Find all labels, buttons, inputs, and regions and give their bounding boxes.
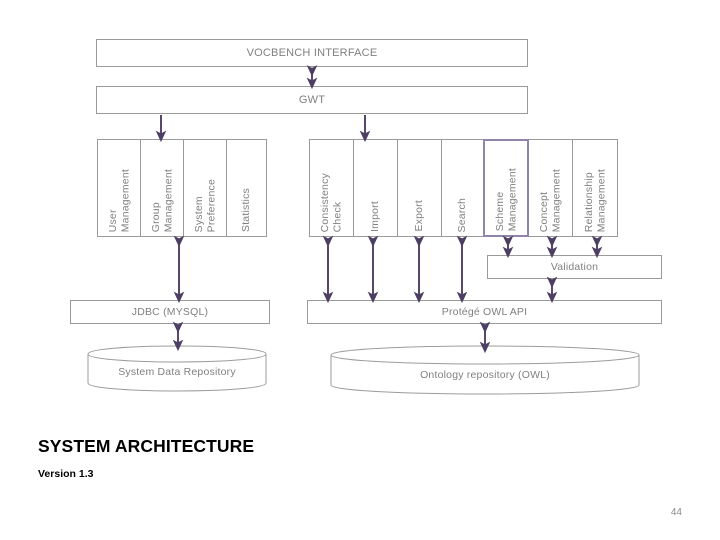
module-cell-label: Consistency Check: [319, 172, 344, 232]
module-cell-label: User Management: [106, 168, 132, 232]
gwt-box: GWT: [96, 86, 528, 114]
system-data-repository-label: System Data Repository: [118, 366, 236, 378]
module-cell[interactable]: Concept Management: [528, 139, 573, 237]
module-cell-label: Statistics: [240, 187, 253, 232]
module-cell[interactable]: Import: [353, 139, 398, 237]
module-cell-label: System Preference: [192, 178, 218, 232]
ontology-repository-cylinder: Ontology repository (OWL): [330, 345, 640, 395]
module-cell[interactable]: User Management: [97, 139, 141, 237]
module-cell-label: Relationship Management: [582, 168, 608, 232]
vocbench-interface-label: VOCBENCH INTERFACE: [246, 47, 378, 59]
cylinder-shape: [330, 345, 640, 395]
module-cell[interactable]: Relationship Management: [572, 139, 618, 237]
admin-module-strip: User Management Group Management System Pr…: [97, 139, 269, 237]
ontology-module-strip: Consistency Check Import Export Search Schem…: [309, 139, 624, 237]
module-cell[interactable]: Statistics: [226, 139, 267, 237]
version-label: Version 1.3: [38, 468, 94, 480]
module-cell[interactable]: Export: [397, 139, 442, 237]
cylinder-shape: [87, 345, 267, 392]
module-cell-label: Import: [369, 201, 382, 232]
module-cell[interactable]: Scheme Management: [483, 139, 529, 237]
gwt-label: GWT: [298, 94, 326, 106]
validation-box: Validation: [487, 255, 662, 279]
system-data-repository-cylinder: System Data Repository: [87, 345, 267, 392]
page-title: SYSTEM ARCHITECTURE: [38, 436, 255, 456]
validation-label: Validation: [550, 261, 599, 273]
vocbench-interface-box: VOCBENCH INTERFACE: [96, 39, 528, 67]
module-cell[interactable]: System Preference: [183, 139, 227, 237]
module-cell-label: Group Management: [149, 168, 175, 232]
page-number: 44: [670, 507, 682, 518]
protege-owl-api-label: Protégé OWL API: [441, 306, 528, 318]
jdbc-label: JDBC (MYSQL): [131, 306, 209, 318]
module-cell[interactable]: Consistency Check: [309, 139, 354, 237]
module-cell-label: Scheme Management: [493, 167, 519, 231]
module-cell[interactable]: Search: [441, 139, 484, 237]
module-cell[interactable]: Group Management: [140, 139, 184, 237]
jdbc-box: JDBC (MYSQL): [70, 300, 270, 324]
ontology-repository-label: Ontology repository (OWL): [420, 369, 550, 381]
module-cell-label: Export: [413, 200, 426, 232]
protege-owl-api-box: Protégé OWL API: [307, 300, 662, 324]
module-cell-label: Search: [456, 197, 469, 232]
module-cell-label: Concept Management: [538, 168, 563, 232]
